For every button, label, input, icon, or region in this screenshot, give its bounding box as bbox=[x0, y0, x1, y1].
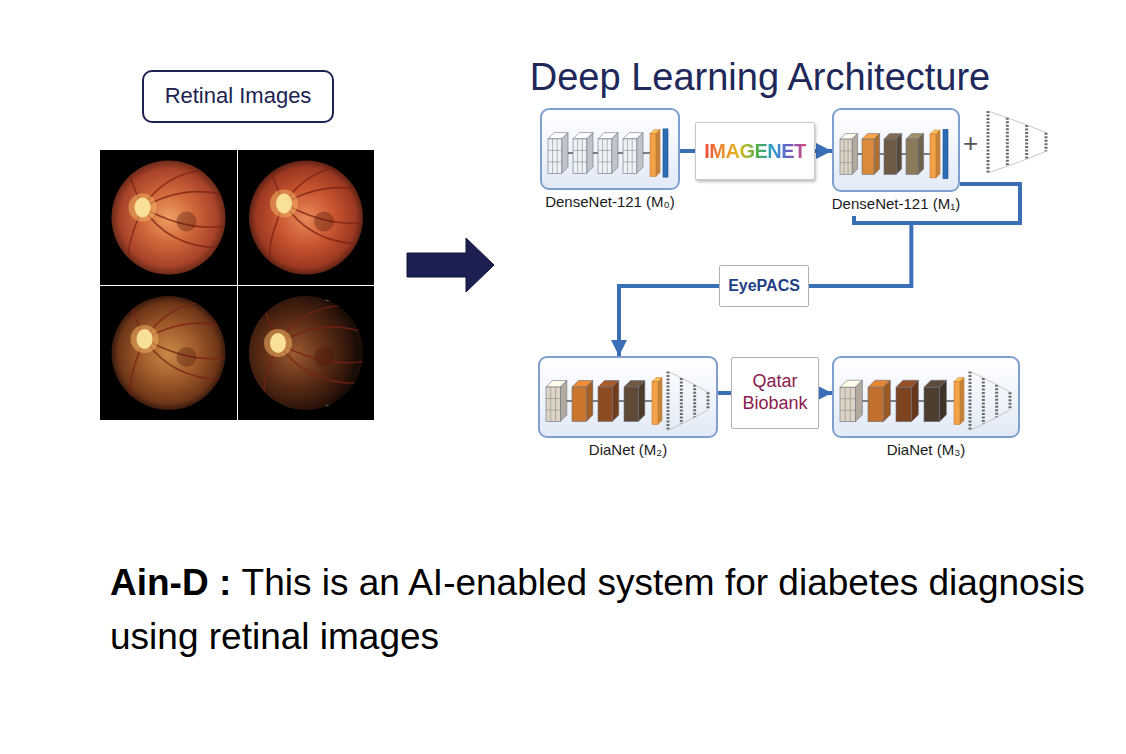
classifier-illustration bbox=[988, 111, 1046, 173]
flow-arrow bbox=[407, 238, 494, 292]
model-block: DiaNet (M₃) bbox=[832, 356, 1020, 438]
connector bbox=[680, 149, 695, 153]
connector bbox=[718, 391, 731, 395]
dataset-box: IMAGENET bbox=[695, 122, 815, 180]
fundus-photo bbox=[238, 281, 383, 420]
bracket bbox=[854, 216, 911, 223]
box-label: EyePACS bbox=[728, 276, 800, 295]
caption-block: Ain-D :This is an AI-enabled system for … bbox=[110, 556, 1100, 663]
connector bbox=[809, 184, 1020, 286]
fundus-photo bbox=[100, 277, 237, 420]
system-name: Ain-D : bbox=[110, 562, 231, 603]
model-block: DenseNet-121 (M₁) bbox=[832, 108, 960, 192]
heading-box: Retinal Images bbox=[142, 70, 334, 123]
model-name: DenseNet-121 (M₀) bbox=[545, 193, 675, 211]
model-name: DenseNet-121 (M₁) bbox=[832, 195, 960, 213]
box-label: Retinal Images bbox=[165, 83, 312, 109]
network-illustration bbox=[540, 358, 716, 436]
caption: This is an AI-enabled system for diabete… bbox=[110, 562, 1085, 657]
model-block: DenseNet-121 (M₀) bbox=[540, 108, 680, 190]
fundus-photo bbox=[100, 146, 237, 286]
connector bbox=[619, 286, 719, 356]
dataset-box: EyePACS bbox=[719, 265, 809, 307]
box-label: IMAGENET bbox=[704, 139, 806, 163]
network-illustration bbox=[834, 358, 1018, 436]
plus-sign: + bbox=[963, 130, 978, 156]
connector bbox=[815, 149, 832, 153]
dataset-box: Qatar Biobank bbox=[731, 357, 819, 429]
fundus-photo bbox=[238, 142, 374, 286]
diagram-title: Deep Learning Architecture bbox=[480, 56, 1040, 99]
model-block: DiaNet (M₂) bbox=[538, 356, 718, 438]
retinal-image-grid bbox=[100, 142, 383, 421]
box-label: Qatar Biobank bbox=[738, 371, 812, 414]
model-name: DiaNet (M₂) bbox=[589, 441, 667, 459]
network-illustration bbox=[542, 110, 678, 188]
model-name: DiaNet (M₃) bbox=[887, 441, 966, 459]
connector bbox=[819, 391, 832, 395]
network-illustration bbox=[834, 110, 958, 190]
